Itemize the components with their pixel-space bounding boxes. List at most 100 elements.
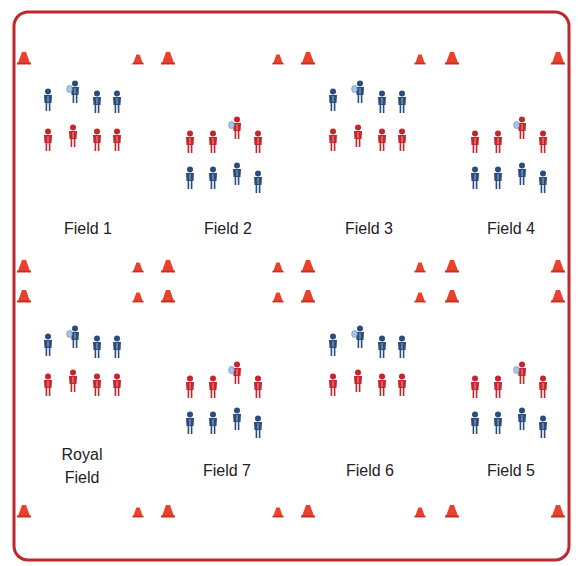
player-leg	[523, 130, 525, 139]
cone	[551, 52, 565, 65]
player-leg	[46, 142, 48, 151]
player	[209, 131, 217, 154]
shirt-stripe	[97, 98, 98, 104]
player-leg	[476, 389, 478, 398]
cone-body	[273, 262, 283, 271]
cone-base	[445, 271, 459, 273]
player-leg	[238, 176, 240, 185]
shirt-stripe	[190, 383, 191, 389]
cone-body	[415, 262, 425, 271]
cone-body	[18, 505, 30, 516]
player-head	[330, 89, 336, 95]
cone-base	[301, 301, 315, 303]
player	[494, 412, 502, 435]
player-leg	[356, 138, 358, 147]
player	[254, 171, 262, 194]
player-shirt	[539, 422, 547, 430]
player-leg	[214, 144, 216, 153]
player-shirt	[254, 382, 262, 390]
player-leg	[115, 349, 117, 358]
player-leg	[256, 184, 258, 193]
shirt-stripe	[117, 343, 118, 349]
player-head	[357, 326, 363, 332]
player	[254, 416, 262, 439]
player-shirt	[398, 380, 406, 388]
shirt-stripe	[402, 98, 403, 104]
player-leg	[46, 347, 48, 356]
player-shirt	[329, 135, 337, 143]
player-leg	[359, 138, 361, 147]
player-leg	[49, 102, 51, 111]
player-head	[94, 374, 100, 380]
player-head	[187, 131, 193, 137]
player	[186, 376, 194, 399]
shirt-stripe	[402, 136, 403, 142]
player	[67, 81, 79, 104]
cone-base	[272, 516, 283, 518]
player-leg	[383, 349, 385, 358]
player	[539, 376, 547, 399]
player	[229, 117, 241, 140]
cone-body	[446, 505, 458, 516]
player-shirt	[186, 173, 194, 181]
shirt-stripe	[543, 383, 544, 389]
player-leg	[211, 389, 213, 398]
player-leg	[256, 429, 258, 438]
cone-base	[414, 516, 425, 518]
player-leg	[400, 387, 402, 396]
player-shirt	[254, 137, 262, 145]
player	[113, 336, 121, 359]
player-head	[399, 374, 405, 380]
player	[44, 129, 52, 152]
player-leg	[499, 425, 501, 434]
player-head	[495, 131, 501, 137]
player-leg	[211, 180, 213, 189]
player-shirt	[93, 97, 101, 105]
player-head	[472, 412, 478, 418]
player	[186, 412, 194, 435]
keeper-shield	[514, 121, 520, 128]
player-head	[540, 131, 546, 137]
player-leg	[238, 375, 240, 384]
player-leg	[403, 142, 405, 151]
player-head	[495, 376, 501, 382]
cone-base	[414, 63, 425, 65]
player-shirt	[329, 380, 337, 388]
player-shirt	[518, 169, 526, 177]
player	[514, 117, 526, 140]
player-head	[114, 374, 120, 380]
player-leg	[544, 184, 546, 193]
field-label: Royal Field	[52, 443, 112, 489]
shirt-stripe	[382, 98, 383, 104]
cone-group	[17, 52, 565, 518]
keeper-shield	[352, 330, 358, 337]
player-shirt	[471, 137, 479, 145]
cone	[551, 505, 565, 518]
player-shirt	[354, 376, 362, 384]
player-head	[379, 129, 385, 135]
shirt-stripe	[543, 178, 544, 184]
player-head	[399, 129, 405, 135]
cone-body	[552, 290, 564, 301]
shirt-stripe	[475, 174, 476, 180]
player-leg	[188, 425, 190, 434]
player-head	[114, 91, 120, 97]
player-leg	[541, 144, 543, 153]
cone	[551, 260, 565, 273]
player-leg	[71, 138, 73, 147]
cone-body	[273, 54, 283, 63]
player-leg	[400, 349, 402, 358]
cone-base	[272, 271, 283, 273]
player-head	[495, 167, 501, 173]
player-leg	[98, 387, 100, 396]
player-head	[255, 171, 261, 177]
player-head	[355, 370, 361, 376]
shirt-stripe	[475, 138, 476, 144]
cone-base	[17, 63, 31, 65]
cone-base	[445, 301, 459, 303]
player-shirt	[494, 137, 502, 145]
player	[69, 125, 77, 148]
player-leg	[520, 375, 522, 384]
shirt-stripe	[190, 419, 191, 425]
cone	[17, 52, 31, 65]
